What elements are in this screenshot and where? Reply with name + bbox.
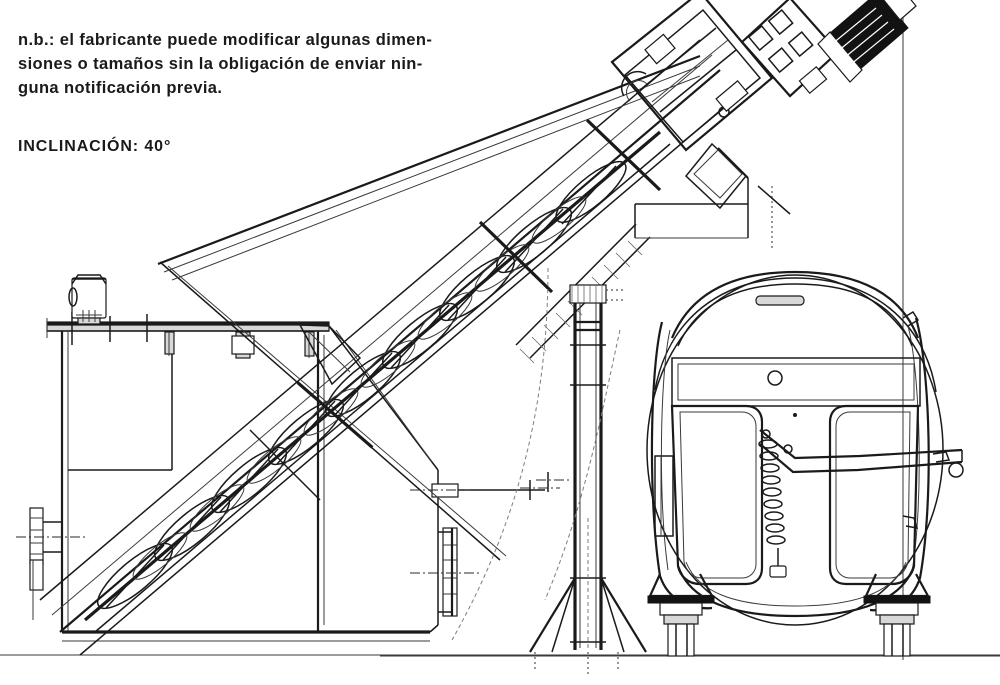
support-column <box>529 284 647 676</box>
hopper-motor <box>68 274 107 325</box>
screw-flights <box>83 130 671 633</box>
drum-shell-rim <box>650 317 930 612</box>
drum-left-bracket <box>654 455 674 537</box>
note-line-2: siones o tamaños sin la obligación de en… <box>18 55 423 73</box>
drive-coupling <box>715 80 749 118</box>
hidden-arc-outline <box>451 267 621 641</box>
spring <box>758 439 787 578</box>
manufacturer-note: n.b.: el fabricante puede modificar algu… <box>18 28 578 100</box>
note-line-3: guna notificación previa. <box>18 79 223 97</box>
caster-wheels <box>647 573 931 657</box>
column-top-bracket <box>569 284 626 304</box>
drum-body <box>646 274 944 626</box>
front-end-view <box>646 270 964 657</box>
discharge-chute <box>634 142 791 250</box>
conveyor-tube-bands <box>249 118 662 501</box>
drum-door <box>670 404 920 586</box>
upper-drive-head <box>610 0 917 152</box>
ground-line <box>0 654 1000 657</box>
column-base-tripod <box>529 518 647 676</box>
hopper-top-fittings <box>164 331 315 359</box>
conveyor-inlet-box <box>298 324 362 386</box>
drive-motor-top <box>798 0 917 95</box>
screw-conveyor-tube <box>39 39 743 656</box>
reduction-gear-block <box>740 0 840 98</box>
drum-bottom-basin <box>676 561 916 618</box>
note-line-1: n.b.: el fabricante puede modificar algu… <box>18 31 433 49</box>
gearbox-top <box>610 0 774 152</box>
center-marks <box>536 472 572 492</box>
flange-left-lower <box>29 559 44 620</box>
hopper-outlet-fitting <box>410 480 545 500</box>
drum-upper-panel <box>671 357 921 407</box>
inclination-label: INCLINACIÓN: 40° <box>18 138 172 155</box>
drum-hood <box>670 270 920 347</box>
flange-right <box>410 527 480 617</box>
drum-side-lugs <box>902 310 951 529</box>
handle-lever <box>759 429 964 478</box>
flange-left-upper <box>16 507 86 565</box>
